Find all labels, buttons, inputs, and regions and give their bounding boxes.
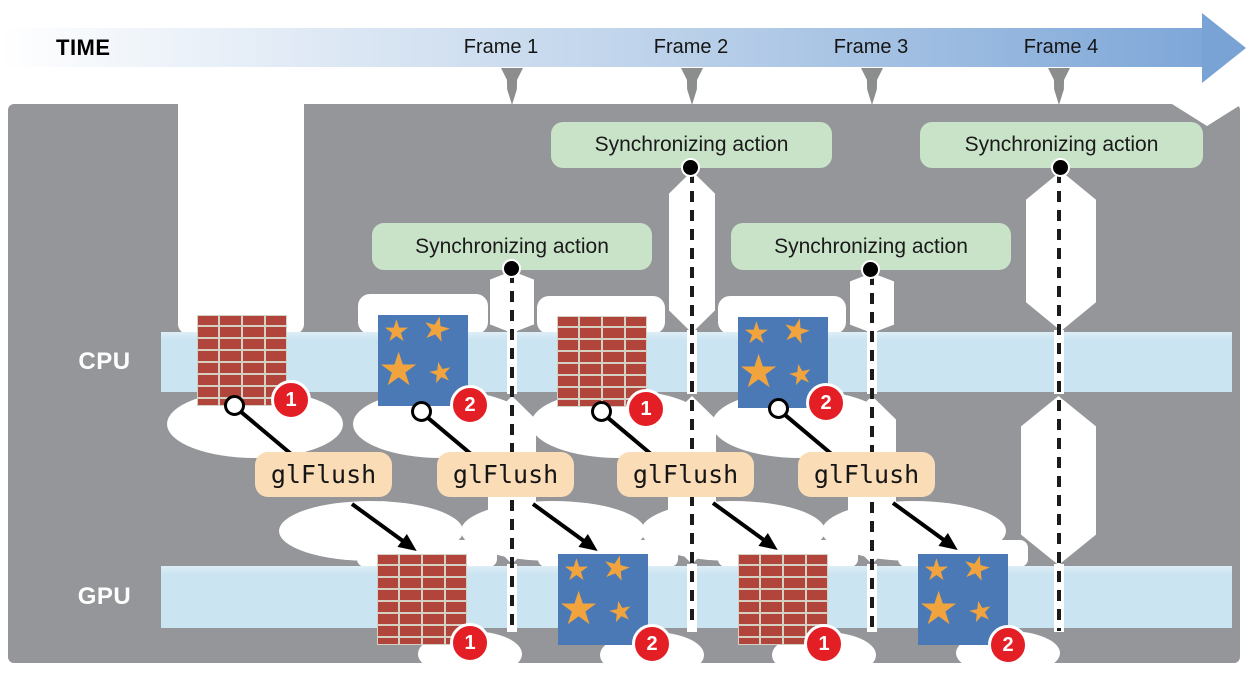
sync-action-box-frame1: Synchronizing action	[372, 223, 652, 270]
sync-point-dot	[1051, 158, 1070, 177]
glflush-box-4: glFlush	[798, 452, 935, 497]
flush-callout-circle	[591, 401, 612, 422]
star-icon	[605, 596, 635, 629]
gpu-texture-brick-1	[377, 554, 467, 645]
frame1-divider-line	[510, 272, 514, 628]
cpu-label: CPU	[78, 348, 131, 375]
order-badge-cpu-2: 2	[450, 385, 490, 425]
frame-label-2: Frame 2	[653, 36, 729, 58]
frame2-divider-line	[690, 172, 694, 628]
frame-tick-pin-4	[1048, 68, 1070, 105]
time-arrow-band	[0, 28, 1204, 67]
frame-tick-pin-1	[501, 68, 523, 105]
cpu-texture-stars-2	[378, 315, 468, 406]
order-badge-gpu-4: 2	[988, 625, 1028, 665]
order-badge-gpu-1: 1	[450, 623, 490, 663]
time-label: TIME	[56, 35, 111, 60]
flush-callout-circle	[224, 395, 245, 416]
star-icon	[558, 585, 599, 631]
gpu-label: GPU	[77, 583, 132, 610]
sync-point-dot	[502, 259, 521, 278]
sync-action-box-frame2: Synchronizing action	[551, 122, 832, 168]
star-icon	[378, 346, 419, 392]
glflush-box-3: glFlush	[617, 452, 754, 497]
order-badge-cpu-4: 2	[806, 383, 846, 423]
white-channel-cpu-item-1	[178, 104, 304, 334]
flush-callout-circle	[768, 398, 789, 419]
frame-tick-pin-2	[681, 68, 703, 105]
white-channel-frame4-upper	[1026, 171, 1096, 331]
star-icon	[778, 317, 815, 350]
star-icon	[965, 596, 995, 629]
order-badge-gpu-3: 1	[804, 624, 844, 664]
star-icon	[418, 315, 455, 348]
frame-label-4: Frame 4	[1023, 36, 1099, 58]
sync-point-dot	[681, 158, 700, 177]
order-badge-cpu-3: 1	[626, 389, 666, 429]
star-icon	[918, 585, 959, 631]
cpu-texture-brick-1	[197, 315, 287, 406]
frame-label-3: Frame 3	[833, 36, 909, 58]
glflush-box-2: glFlush	[437, 452, 574, 497]
star-icon	[785, 359, 815, 392]
frame-tick-pin-3	[861, 68, 883, 105]
star-icon	[958, 554, 995, 587]
order-badge-gpu-2: 2	[632, 624, 672, 664]
glflush-box-1: glFlush	[255, 452, 392, 497]
sync-point-dot	[861, 260, 880, 279]
star-icon	[598, 554, 635, 587]
star-icon	[425, 357, 455, 390]
frame3-divider-line	[870, 274, 874, 628]
star-icon	[738, 348, 779, 394]
time-arrowhead-icon	[1202, 13, 1246, 83]
gpu-texture-stars-2	[558, 554, 648, 645]
order-badge-cpu-1: 1	[271, 380, 311, 420]
frame-label-1: Frame 1	[463, 36, 539, 58]
flush-callout-circle	[411, 401, 432, 422]
frame4-divider-line	[1057, 172, 1061, 631]
cpu-texture-brick-3	[557, 316, 647, 407]
